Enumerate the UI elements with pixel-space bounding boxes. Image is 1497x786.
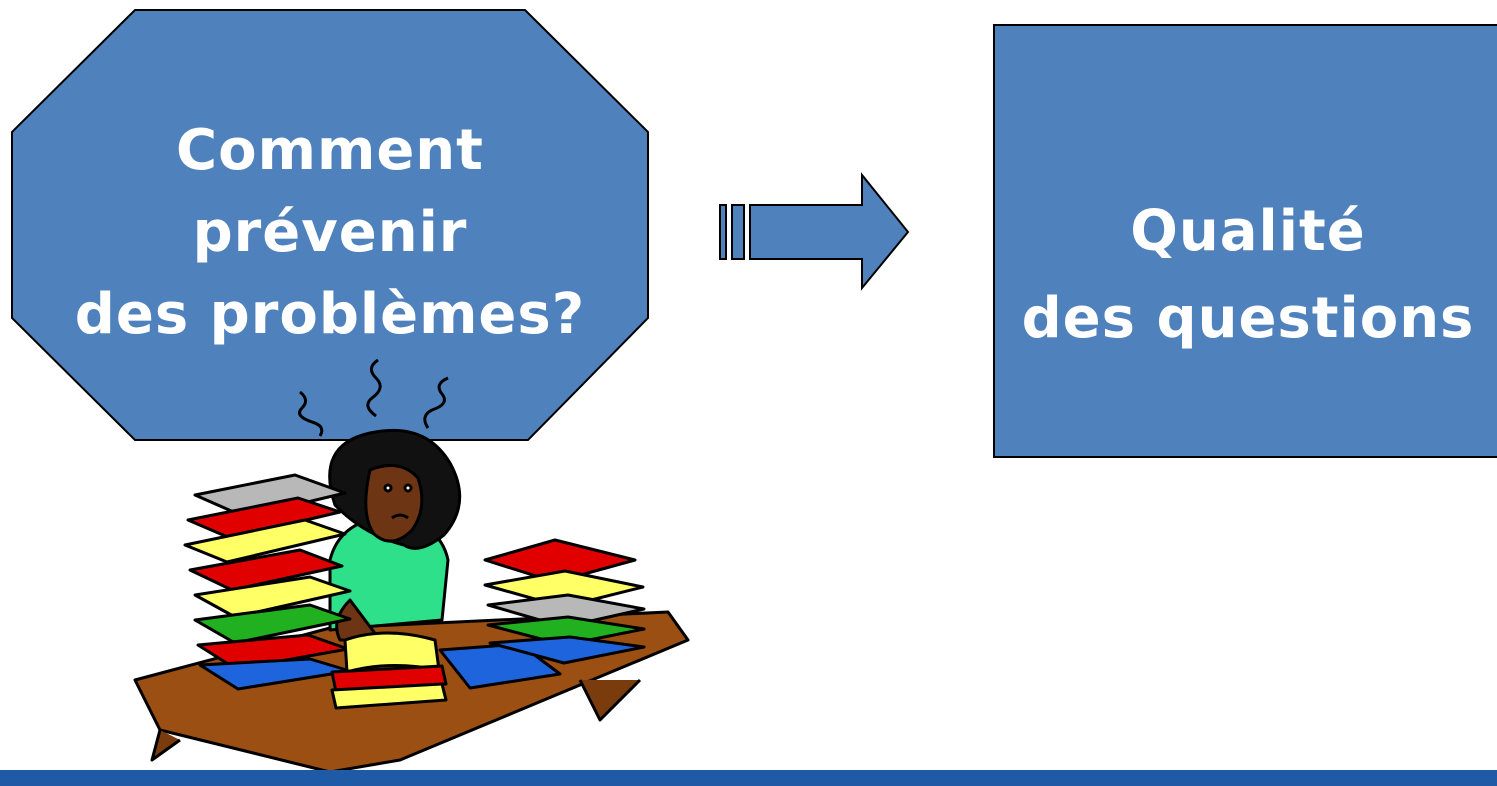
- octagon-label-line: prévenir: [192, 200, 468, 265]
- right-arrow-icon: [719, 172, 910, 291]
- quality-box-label-line: des questions: [1021, 286, 1475, 351]
- right-folder-stack-icon: [483, 538, 646, 665]
- stress-line-icon: [366, 358, 382, 418]
- stressed-woman-clipart-icon: [133, 358, 690, 774]
- left-folder-stack-icon: [183, 473, 352, 691]
- octagon-label-line: Comment: [176, 118, 484, 183]
- quality-box-label-line: Qualité: [1130, 199, 1366, 264]
- octagon-label-line: des problèmes?: [74, 282, 586, 347]
- quality-box: [993, 24, 1497, 458]
- octagon-label: Comment prévenir des problèmes?: [50, 110, 610, 356]
- quality-box-label: Qualité des questions: [995, 188, 1497, 362]
- stress-line-icon: [298, 390, 324, 437]
- octagon-shape: [11, 9, 649, 441]
- footer-bar: [0, 770, 1497, 786]
- stress-line-icon: [423, 376, 449, 429]
- woman-face-icon: [364, 464, 424, 543]
